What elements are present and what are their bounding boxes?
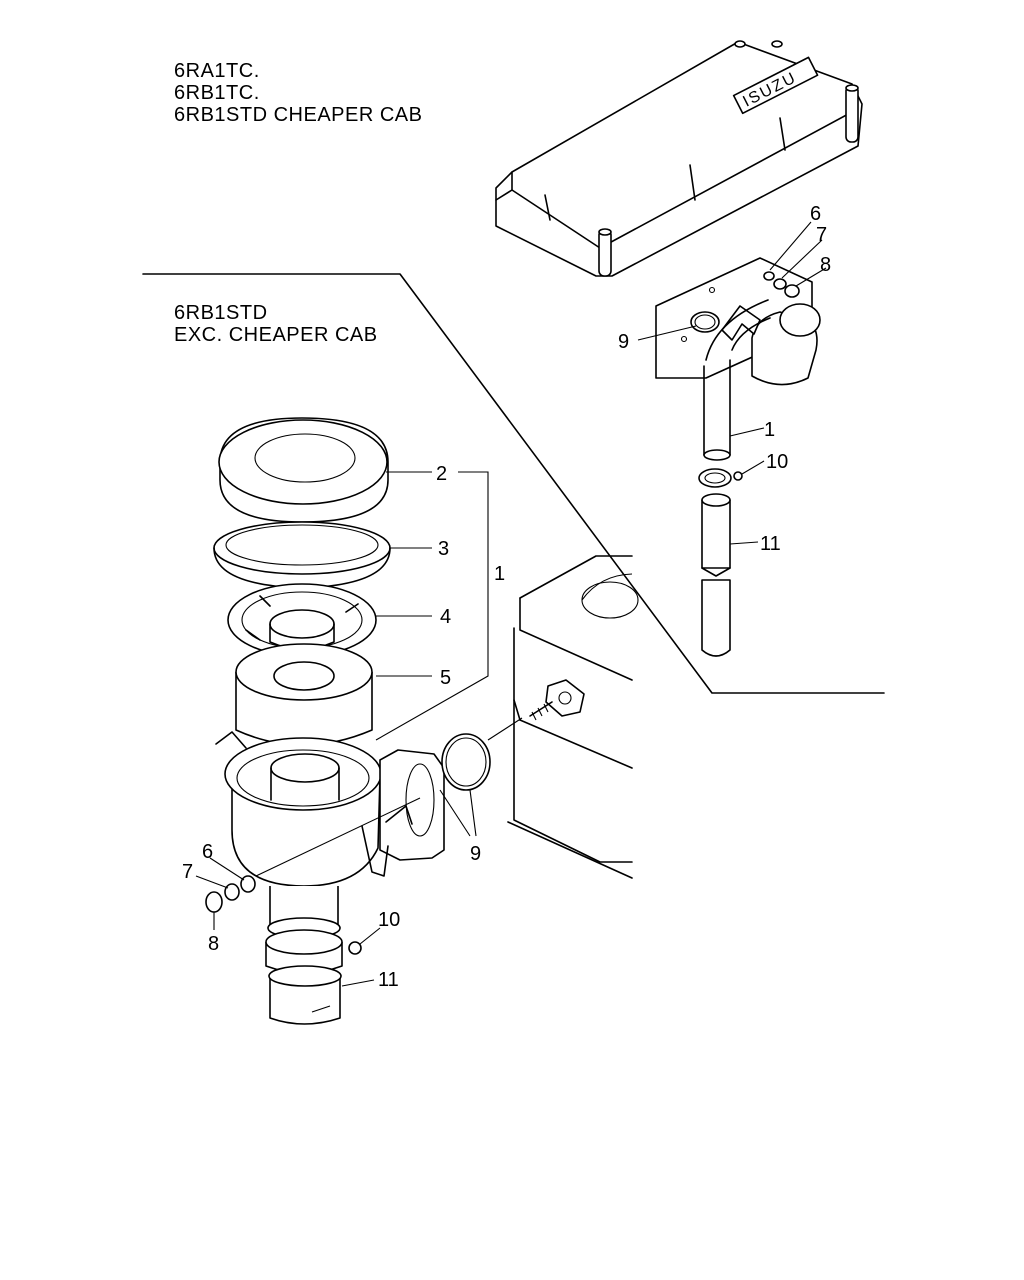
breather-stack	[205, 417, 491, 1025]
callout-6: 6	[810, 203, 821, 225]
title-line: 6RB1TC.	[174, 82, 260, 104]
callout-3: 3	[438, 538, 449, 560]
model-title-top: 6RA1TC. 6RB1TC. 6RB1STD CHEAPER CAB	[174, 60, 422, 126]
title-line: 6RA1TC.	[174, 60, 260, 82]
upper-leaders	[637, 221, 827, 545]
callout-2: 2	[436, 463, 447, 485]
callout-10: 10	[378, 909, 400, 931]
rocker-cover: ISUZU	[495, 40, 863, 277]
upper-callouts: 6 7 8 9 1 10 11	[618, 203, 831, 555]
callout-8: 8	[208, 933, 219, 955]
callout-5: 5	[440, 667, 451, 689]
section-divider	[142, 273, 885, 694]
callout-11: 11	[760, 533, 781, 555]
callout-6: 6	[202, 841, 213, 863]
upper-breather	[655, 257, 821, 657]
callout-7: 7	[182, 861, 193, 883]
callout-7: 7	[816, 224, 827, 246]
callout-8: 8	[820, 254, 831, 276]
callout-10: 10	[766, 451, 788, 473]
callout-1: 1	[764, 419, 775, 441]
callout-1: 1	[494, 563, 505, 585]
lower-leaders	[195, 471, 523, 987]
title-line: EXC. CHEAPER CAB	[174, 324, 378, 346]
callout-11: 11	[378, 969, 399, 991]
lower-callouts: 2 3 4 5 1 9 6 7 8 10 11	[182, 463, 505, 991]
model-title-middle: 6RB1STD EXC. CHEAPER CAB	[174, 302, 378, 346]
title-line: 6RB1STD	[174, 302, 268, 324]
title-line: 6RB1STD CHEAPER CAB	[174, 104, 423, 126]
callout-9: 9	[618, 331, 629, 353]
callout-4: 4	[440, 606, 451, 628]
engine-block	[507, 555, 639, 879]
callout-9: 9	[470, 843, 481, 865]
